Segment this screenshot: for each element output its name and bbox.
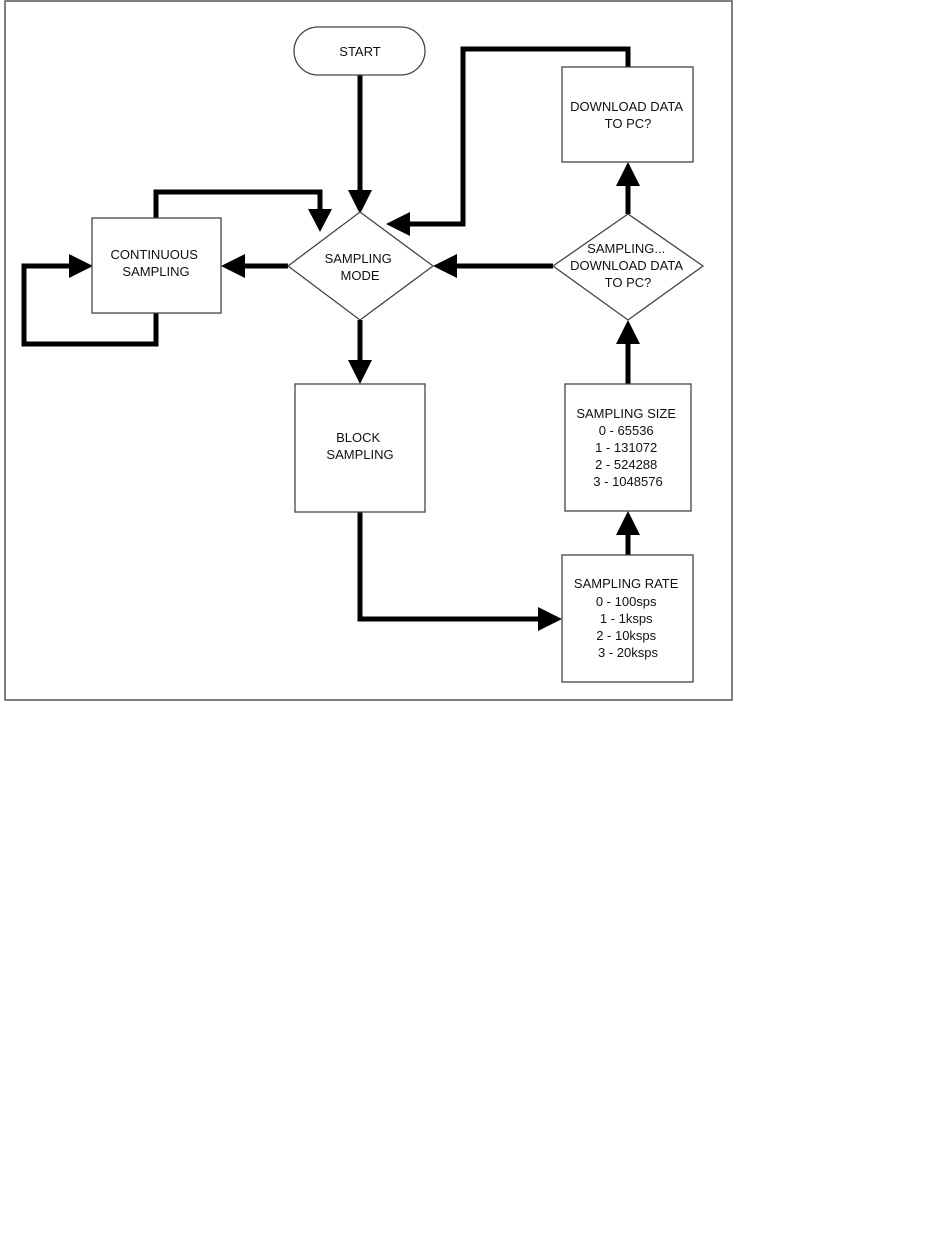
node-download-data: DOWNLOAD DATA TO PC? (562, 67, 693, 162)
sampling-size-option-0: 0 - 65536 (599, 423, 654, 438)
continuous-sampling-line-2: SAMPLING (122, 264, 189, 279)
download-data-line-1: DOWNLOAD DATA (570, 99, 683, 114)
sampling-rate-option-2: 2 - 10ksps (596, 628, 656, 643)
node-sampling-size: SAMPLING SIZE 0 - 65536 1 - 131072 2 - 5… (565, 384, 691, 511)
sampling-download-line-1: SAMPLING... (587, 241, 665, 256)
download-data-line-2: TO PC? (605, 116, 652, 131)
node-sampling-rate: SAMPLING RATE 0 - 100sps 1 - 1ksps 2 - 1… (562, 555, 693, 682)
sampling-rate-option-3: 3 - 20ksps (598, 645, 658, 660)
sampling-mode-line-1: SAMPLING (325, 251, 392, 266)
sampling-size-title: SAMPLING SIZE (576, 406, 676, 421)
block-sampling-line-1: BLOCK (336, 430, 380, 445)
start-label-line: START (339, 44, 380, 59)
sampling-download-line-2: DOWNLOAD DATA (570, 258, 683, 273)
download-data-box (562, 67, 693, 162)
start-label: START (339, 44, 380, 59)
block-sampling-line-2: SAMPLING (326, 447, 393, 462)
sampling-mode-line-2: MODE (341, 268, 380, 283)
continuous-sampling-line-1: CONTINUOUS (110, 247, 198, 262)
node-block-sampling: BLOCK SAMPLING (295, 384, 425, 512)
sampling-size-option-3: 3 - 1048576 (593, 474, 662, 489)
node-continuous-sampling: CONTINUOUS SAMPLING (92, 218, 221, 313)
sampling-rate-title: SAMPLING RATE (574, 576, 679, 591)
sampling-size-option-1: 1 - 131072 (595, 440, 657, 455)
sampling-download-line-3: TO PC? (605, 275, 652, 290)
node-start: START (294, 27, 425, 75)
sampling-size-option-2: 2 - 524288 (595, 457, 657, 472)
sampling-rate-option-1: 1 - 1ksps (600, 611, 653, 626)
sampling-rate-option-0: 0 - 100sps (596, 594, 657, 609)
